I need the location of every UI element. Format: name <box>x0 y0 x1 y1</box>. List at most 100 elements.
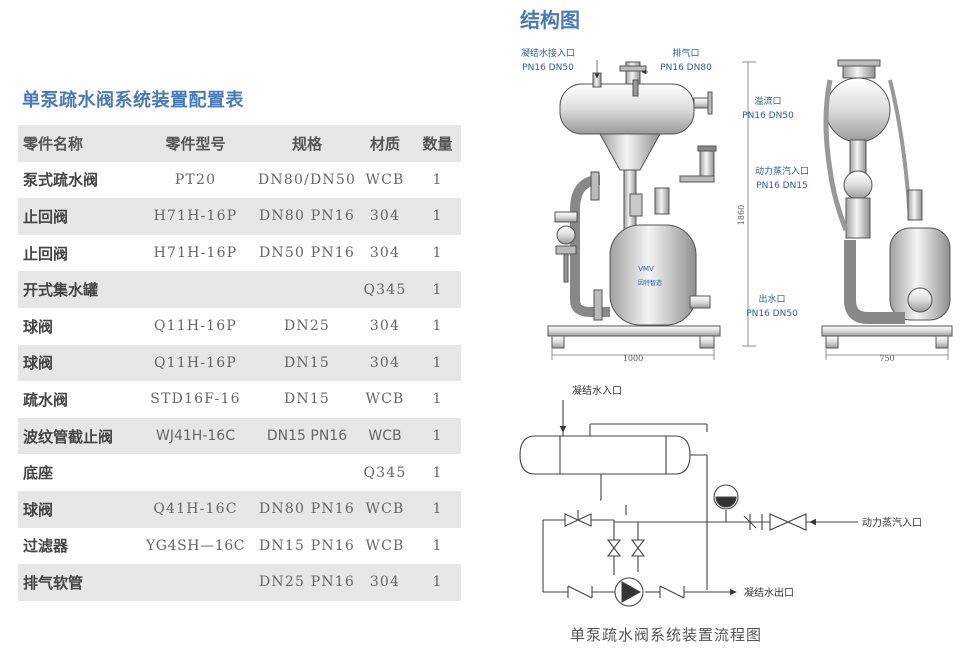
label-outlet: 出水口 <box>758 293 785 305</box>
configuration-table-title: 单泵疏水阀系统装置配置表 <box>22 90 244 111</box>
gate-valve-icon <box>769 513 807 531</box>
cell-part-name: 排气软管 <box>18 564 133 601</box>
cell-part-name: 疏水阀 <box>23 390 69 409</box>
cell-part-name: 球阀 <box>18 344 133 382</box>
label-vent: 排气口 <box>672 47 699 59</box>
configuration-table: 零件名称 零件型号 规格 材质 数量 泵式疏水阀 PT20 DN80/DN50 … <box>18 125 461 601</box>
label-steam-inlet-spec: PN16 DN15 <box>756 181 808 191</box>
cell-part-model: Q41H-16C <box>133 490 258 528</box>
base-frame <box>547 325 721 337</box>
cell-part-model: Q11H-16P <box>133 344 258 382</box>
vmv-logo-sub: 因特智造 <box>638 279 662 287</box>
cell-quantity: 1 <box>432 245 443 262</box>
dimension-width: 1000 <box>623 354 643 363</box>
cell-material: 304 <box>356 344 414 382</box>
cell-material: WCB <box>365 171 405 188</box>
flow-tank <box>519 435 691 475</box>
cell-part-name: 过滤器 <box>23 537 69 556</box>
cell-spec <box>258 271 356 308</box>
cell-material: 304 <box>369 318 401 335</box>
label-overflow-spec: PN16 DN50 <box>742 111 794 121</box>
cell-quantity: 1 <box>414 417 461 455</box>
label-flow-steam: 动力蒸汽入口 <box>862 516 922 529</box>
cell-material: Q345 <box>356 271 414 308</box>
cell-spec: DN25 PN16 <box>258 564 356 601</box>
table-row: 开式集水罐 Q345 1 <box>18 271 461 308</box>
collection-tank <box>559 83 695 135</box>
header-part-model: 零件型号 <box>133 125 258 162</box>
cell-part-name: 止回阀 <box>18 198 133 235</box>
cell-material: 304 <box>356 198 414 235</box>
table-row: 球阀 Q11H-16P DN15 304 1 <box>18 344 461 382</box>
label-outlet-spec: PN16 DN50 <box>746 309 798 319</box>
cell-quantity: 1 <box>432 391 443 408</box>
table-row: 过滤器 YG4SH—16C DN15 PN16 WCB 1 <box>18 528 461 565</box>
header-spec: 规格 <box>258 125 356 162</box>
cell-quantity: 1 <box>414 564 461 601</box>
label-condensate-inlet-spec: PN16 DN50 <box>522 63 574 73</box>
cell-part-model: WJ41H-16C <box>133 417 258 455</box>
label-vent-spec: PN16 DN80 <box>660 63 712 73</box>
cell-spec: DN15 PN16 <box>258 537 356 554</box>
cell-part-model <box>133 271 258 308</box>
dimension-lines-front <box>551 61 756 360</box>
cell-material: WCB <box>365 391 405 408</box>
cell-quantity: 1 <box>432 537 443 554</box>
cell-spec: DN15 <box>258 344 356 382</box>
table-row: 排气软管 DN25 PN16 304 1 <box>18 564 461 601</box>
label-overflow: 溢流口 <box>754 95 781 107</box>
check-valve-icon <box>630 539 646 557</box>
cell-quantity: 1 <box>414 344 461 382</box>
table-row: 球阀 Q41H-16C DN80 PN16 WCB 1 <box>18 490 461 528</box>
cell-quantity: 1 <box>432 318 443 335</box>
table-row: 止回阀 H71H-16P DN80 PN16 304 1 <box>18 198 461 235</box>
header-quantity: 数量 <box>414 125 461 162</box>
check-valve-icon <box>606 539 622 557</box>
cell-part-name: 球阀 <box>18 490 133 528</box>
label-flow-inlet: 凝结水入口 <box>572 384 622 397</box>
cell-spec: DN80 PN16 <box>258 490 356 528</box>
cell-material: 304 <box>356 564 414 601</box>
cell-quantity: 1 <box>414 198 461 235</box>
cell-spec: DN25 <box>283 318 331 335</box>
flow-labels: 凝结水入口 动力蒸汽入口 凝结水出口 <box>572 384 922 599</box>
dimension-height: 1860 <box>737 205 746 225</box>
cell-spec: DN50 PN16 <box>258 245 356 262</box>
label-flow-outlet: 凝结水出口 <box>744 586 794 599</box>
table-row: 泵式疏水阀 PT20 DN80/DN50 WCB 1 <box>18 162 461 199</box>
cell-part-model: H71H-16P <box>153 245 238 262</box>
table-row: 球阀 Q11H-16P DN25 304 1 <box>18 308 461 345</box>
cell-part-model: Q11H-16P <box>153 318 238 335</box>
front-view-labels: 凝结水接入口 PN16 DN50 排气口 PN16 DN80 溢流口 PN16 … <box>521 47 809 319</box>
cell-spec: DN80/DN50 <box>258 171 357 188</box>
cell-material: 304 <box>369 245 401 262</box>
flow-check-symbols <box>567 514 763 599</box>
table-row: 波纹管截止阀 WJ41H-16C DN15 PN16 WCB 1 <box>18 417 461 455</box>
cell-part-model <box>133 564 258 601</box>
cell-quantity: 1 <box>414 271 461 308</box>
table-row: 底座 Q345 1 <box>18 454 461 491</box>
header-part-name: 零件名称 <box>18 125 133 162</box>
cell-spec: DN80 PN16 <box>258 198 356 235</box>
cell-part-name: 球阀 <box>23 317 54 336</box>
cell-quantity: 1 <box>414 490 461 528</box>
label-steam-inlet: 动力蒸汽入口 <box>755 165 809 177</box>
cell-quantity: 1 <box>432 171 443 188</box>
cell-material: WCB <box>356 417 414 455</box>
flow-valves <box>564 484 807 607</box>
side-view-drawing <box>821 59 953 349</box>
cell-part-name: 止回阀 <box>23 244 69 263</box>
header-material: 材质 <box>356 125 414 162</box>
cell-part-model: PT20 <box>174 171 217 188</box>
structure-diagram-title: 结构图 <box>520 8 580 32</box>
cell-spec: DN15 PN16 <box>258 417 356 455</box>
cell-part-name: 泵式疏水阀 <box>23 171 99 190</box>
flow-diagram-caption: 单泵疏水阀系统装置流程图 <box>570 626 763 644</box>
cell-part-model: H71H-16P <box>133 198 258 235</box>
cell-part-name: 开式集水罐 <box>18 271 133 308</box>
cell-part-model: YG4SH—16C <box>145 537 246 554</box>
cell-part-model: STD16F-16 <box>150 391 241 408</box>
cell-material: WCB <box>365 537 405 554</box>
cell-quantity: 1 <box>432 464 443 481</box>
